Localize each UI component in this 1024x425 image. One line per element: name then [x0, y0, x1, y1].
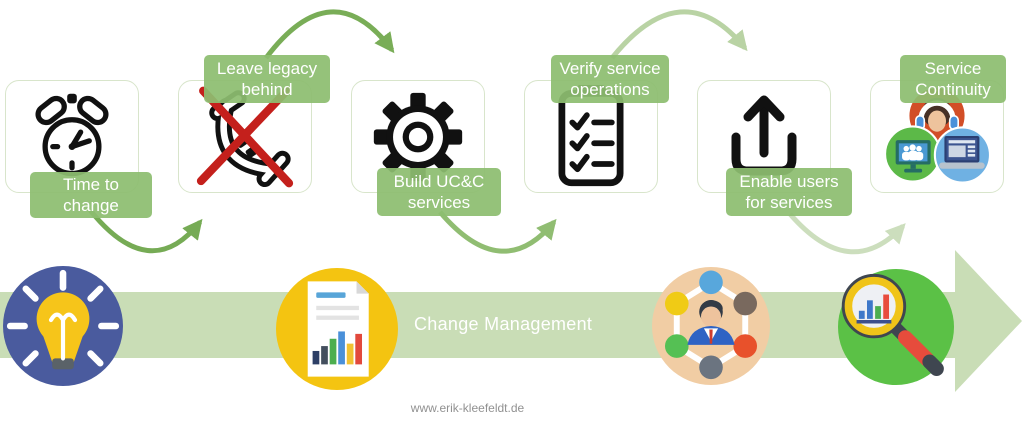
idea-lightbulb-icon: [6, 269, 120, 370]
band-arrowhead: [955, 250, 1022, 392]
laptop-circle: [933, 125, 990, 184]
flow-arrow-4: [610, 9, 748, 60]
report-chart-icon: [307, 281, 369, 377]
step-label-time-to-change: Time to change: [30, 172, 152, 218]
website-url: www.erik-kleefeldt.de: [410, 401, 525, 415]
step-label-enable-users: Enable users for services: [726, 168, 852, 216]
crossed-phone-icon: [196, 86, 294, 187]
flow-arrow-3: [438, 210, 557, 254]
step-label-service-continuity: Service Continuity: [900, 55, 1006, 103]
step-label-verify-operations: Verify service operations: [551, 55, 669, 103]
step-label-build-ucc: Build UC&C services: [377, 168, 501, 216]
alarm-clock-icon: [35, 93, 109, 176]
person-avatar: [687, 300, 735, 345]
analysis-magnifier-icon: [841, 273, 944, 377]
gear-icon: [373, 92, 463, 181]
team-network-icon: [664, 270, 758, 380]
analysis-circle: [838, 269, 954, 385]
step-label-leave-legacy: Leave legacy behind: [204, 55, 330, 103]
report-circle: [276, 268, 398, 390]
flow-arrow-2: [264, 9, 395, 60]
network-circle: [652, 267, 770, 385]
team-monitor-circle: [884, 124, 942, 183]
idea-circle: [3, 266, 123, 386]
flow-arrow-5: [788, 212, 906, 255]
banner-title: Change Management: [414, 314, 593, 334]
